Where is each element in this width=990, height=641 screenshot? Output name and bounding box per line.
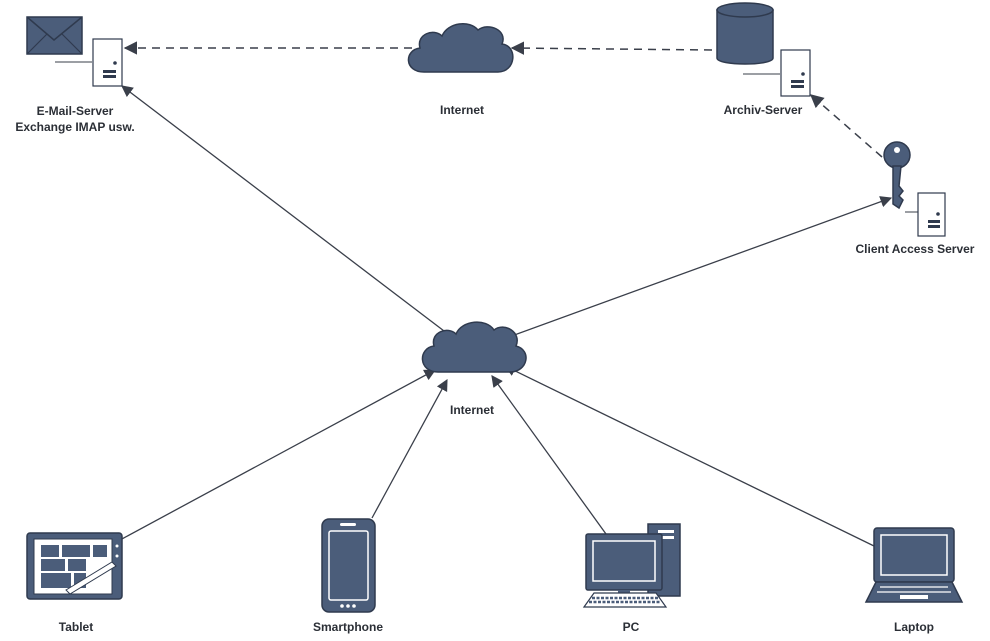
internet-top-node[interactable]: Internet bbox=[407, 23, 514, 117]
server-icon bbox=[917, 192, 946, 237]
tablet-label: Tablet bbox=[59, 620, 93, 634]
archive-server-node[interactable]: Archiv-Server bbox=[716, 2, 811, 117]
tablet-icon bbox=[26, 532, 123, 600]
mail-server-label-line1: E-Mail-Server bbox=[37, 104, 114, 118]
archive-server-label: Archiv-Server bbox=[724, 103, 803, 117]
pc-label: PC bbox=[623, 620, 640, 634]
edge-laptop-to-internet bbox=[503, 365, 875, 547]
internet-top-label: Internet bbox=[440, 103, 484, 117]
server-icon bbox=[780, 49, 811, 97]
mail-server-label-line2: Exchange IMAP usw. bbox=[15, 120, 134, 134]
client-access-server-node[interactable]: Client Access Server bbox=[856, 141, 975, 256]
key-icon bbox=[883, 141, 911, 210]
edge-tablet-to-internet bbox=[119, 369, 437, 541]
pc-icon bbox=[582, 523, 681, 608]
database-icon bbox=[716, 2, 774, 65]
edge-internet-to-client-access bbox=[505, 196, 893, 339]
edge-smartphone-to-internet bbox=[371, 378, 448, 519]
edge-internet-to-mail-server-solid bbox=[121, 85, 449, 335]
internet-center-label: Internet bbox=[450, 403, 494, 417]
internet-center-node[interactable]: Internet bbox=[421, 321, 527, 417]
mail-server-node[interactable]: E-Mail-Server Exchange IMAP usw. bbox=[15, 16, 135, 134]
smartphone-node[interactable]: Smartphone bbox=[313, 518, 383, 634]
client-access-server-label: Client Access Server bbox=[856, 242, 975, 256]
laptop-node[interactable]: Laptop bbox=[864, 527, 964, 634]
pc-node[interactable]: PC bbox=[582, 523, 681, 634]
smartphone-icon bbox=[321, 518, 376, 613]
edge-client-access-to-archive bbox=[809, 94, 883, 158]
envelope-icon bbox=[26, 16, 83, 55]
server-icon bbox=[92, 38, 123, 87]
laptop-label: Laptop bbox=[894, 620, 934, 634]
cloud-icon bbox=[407, 23, 514, 73]
edge-pc-to-internet bbox=[491, 375, 607, 535]
tablet-node[interactable]: Tablet bbox=[26, 532, 123, 634]
smartphone-label: Smartphone bbox=[313, 620, 383, 634]
edge-archive-to-internet bbox=[510, 41, 713, 55]
cloud-icon bbox=[421, 321, 527, 373]
laptop-icon bbox=[864, 527, 964, 603]
